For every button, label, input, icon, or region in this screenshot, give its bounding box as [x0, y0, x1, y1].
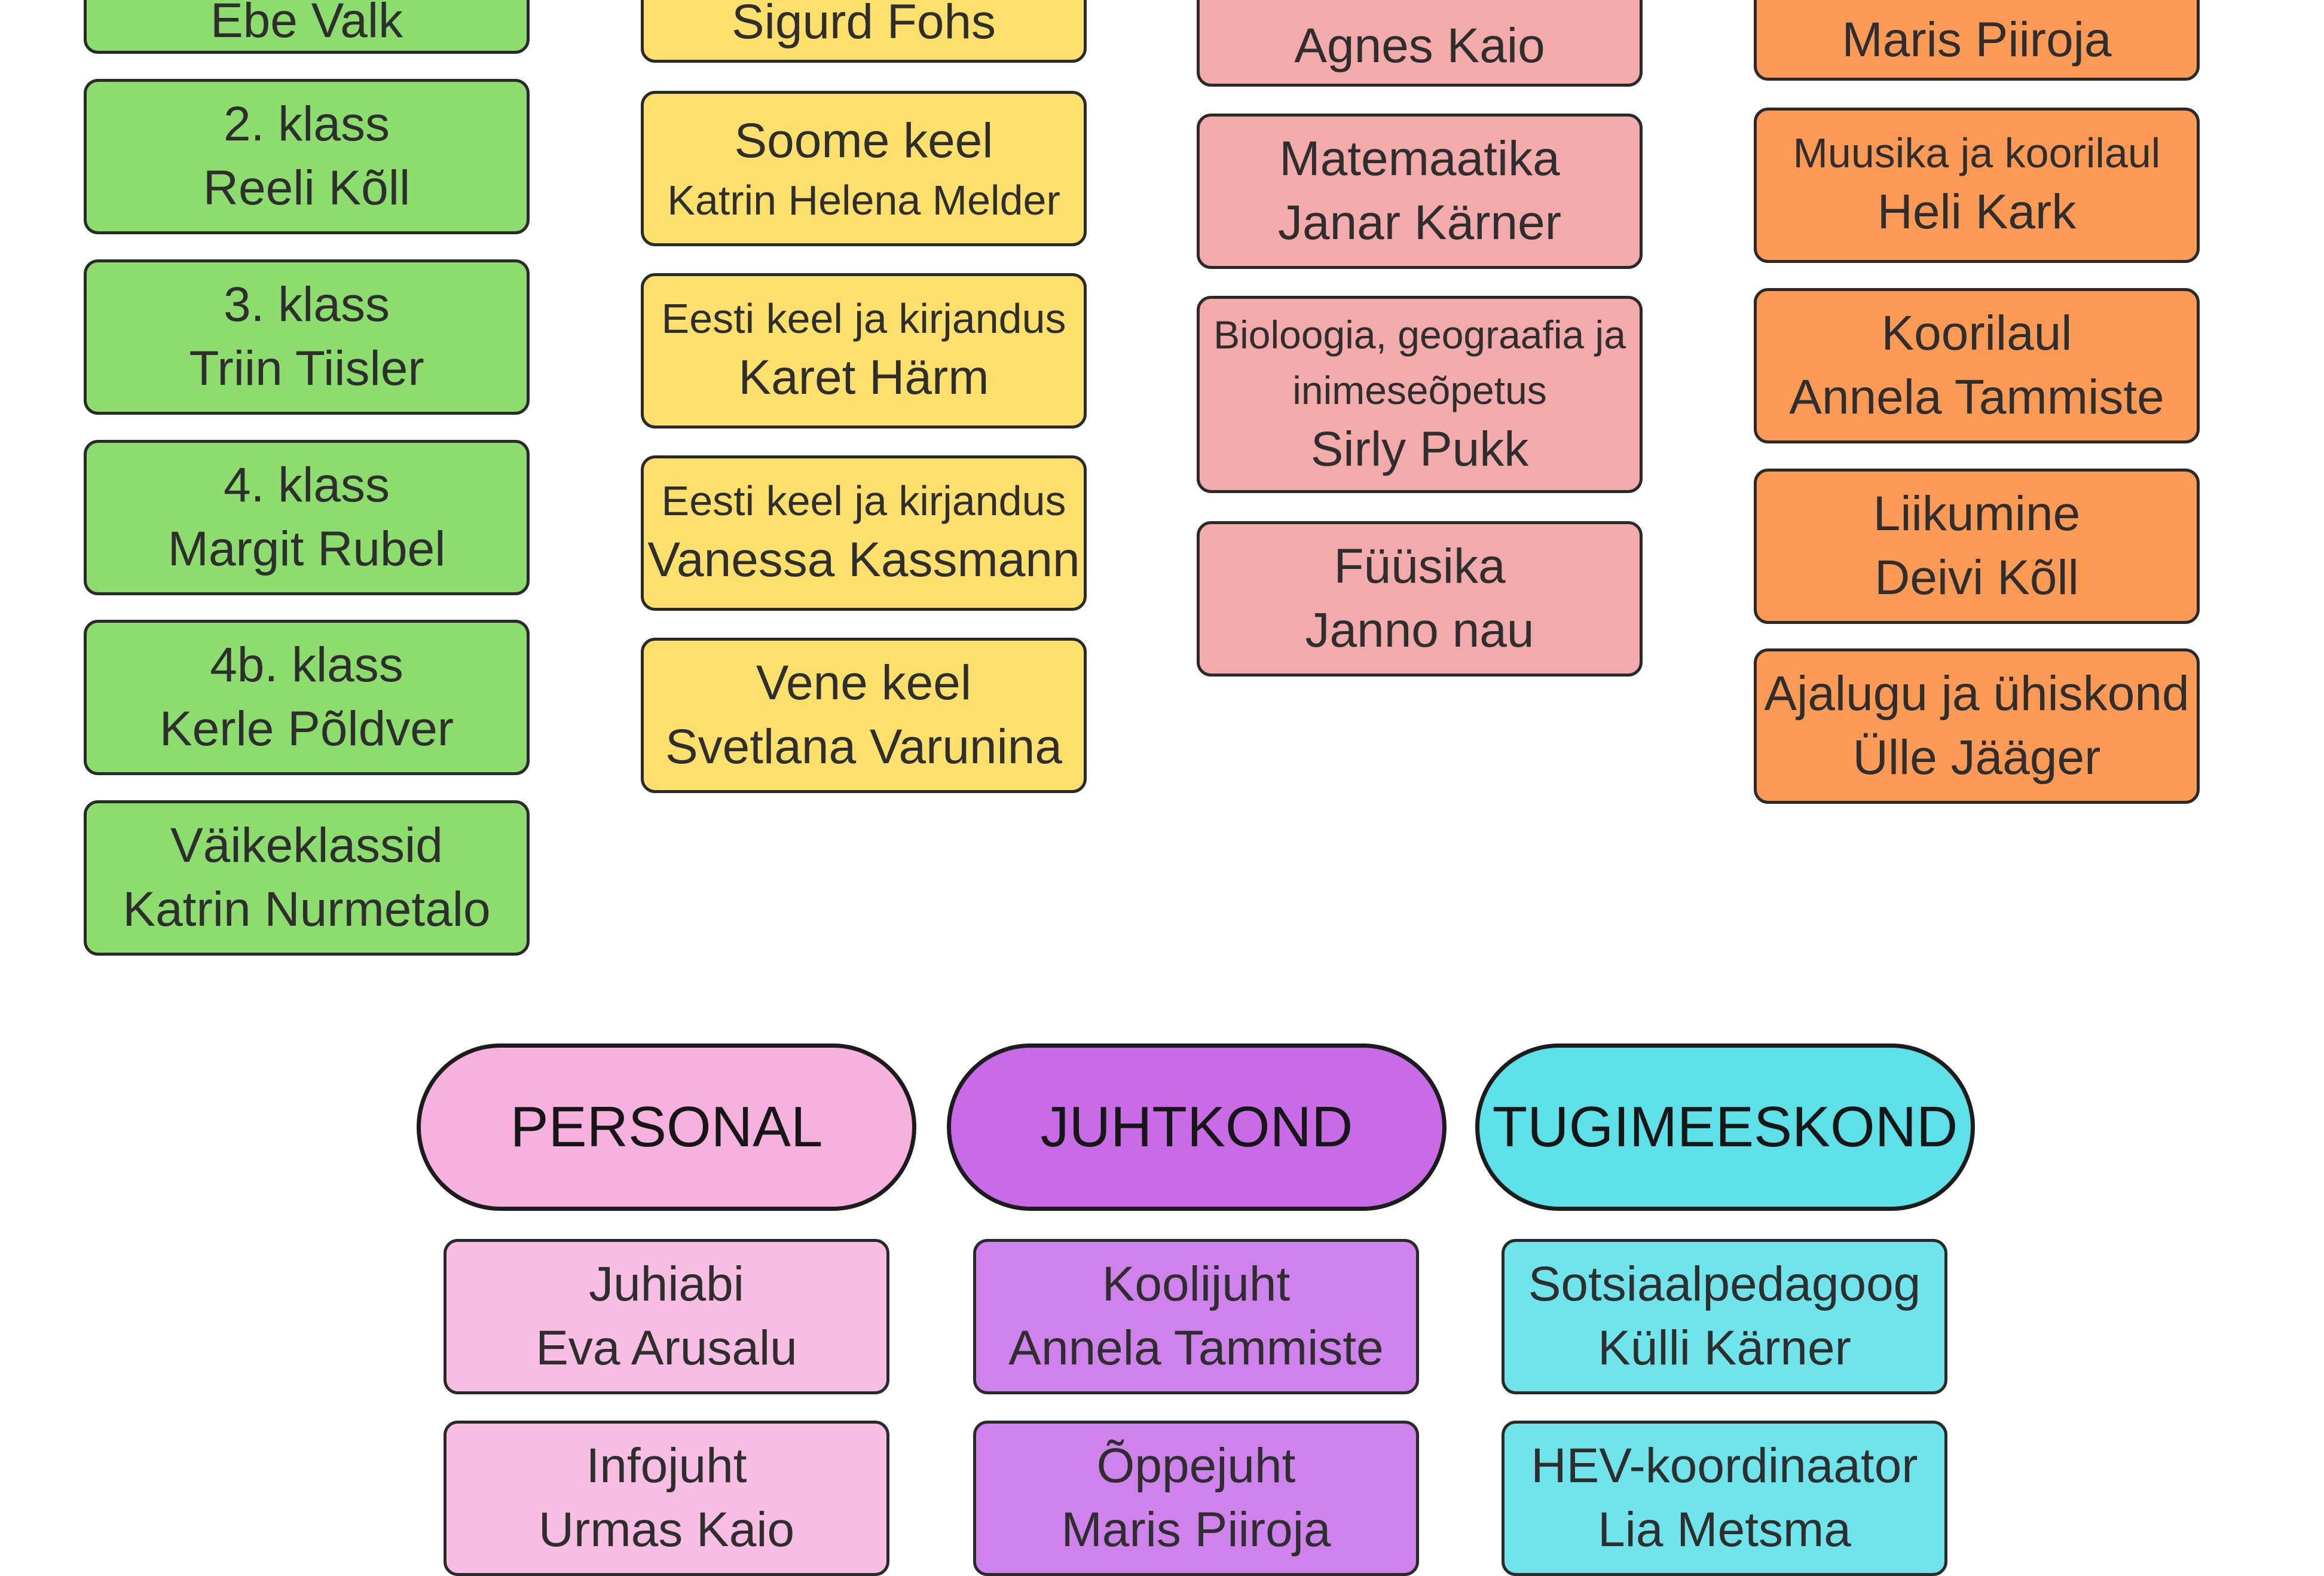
card-title: Eesti keel ja kirjandus — [661, 478, 1066, 525]
card-name: Margit Rubel — [167, 522, 446, 576]
subject-teacher-card: Koorilaul Annela Tammiste — [1754, 288, 2200, 443]
subject-teacher-card: Liikumine Deivi Kõll — [1754, 469, 2200, 624]
staff-card: Õppejuht Maris Piiroja — [973, 1421, 1419, 1576]
class-teacher-card: Ebe Valk — [84, 0, 530, 54]
card-title: Infojuht — [586, 1439, 747, 1494]
staff-card: Sotsiaalpedagoog Külli Kärner — [1502, 1239, 1947, 1394]
card-name: Külli Kärner — [1598, 1321, 1851, 1375]
card-name: Lia Metsma — [1598, 1502, 1851, 1557]
class-teacher-card: 4. klass Margit Rubel — [84, 440, 530, 595]
card-title: HEV-koordinaator — [1531, 1439, 1918, 1494]
card-title: Sotsiaalpedagoog — [1528, 1257, 1921, 1312]
group-title: PERSONAL — [510, 1095, 823, 1159]
card-name: Triin Tiisler — [189, 341, 424, 396]
card-name: Vanessa Kassmann — [647, 533, 1080, 587]
card-name: Kerle Põldver — [159, 702, 454, 756]
subject-teacher-card: Bioloogia, geograafia ja inimeseõpetus S… — [1197, 296, 1643, 493]
card-name: Katrin Helena Melder — [667, 176, 1060, 224]
card-title: Õppejuht — [1096, 1439, 1296, 1494]
card-title: Füüsika — [1334, 539, 1506, 594]
card-title: Juhiabi — [589, 1257, 744, 1312]
subject-teacher-card: Sigurd Fohs — [641, 0, 1087, 63]
group-header-juhtkond: JUHTKOND — [947, 1043, 1447, 1211]
card-name: Urmas Kaio — [538, 1502, 795, 1557]
group-title: TUGIMEESKOND — [1492, 1095, 1958, 1159]
staff-card: Koolijuht Annela Tammiste — [973, 1239, 1419, 1394]
card-title: Bioloogia, geograafia ja — [1213, 313, 1626, 357]
card-title-cont: inimeseõpetus — [1292, 368, 1547, 412]
card-name: Ülle Jääger — [1852, 730, 2101, 785]
card-name: Ebe Valk — [210, 0, 403, 48]
card-name: Eva Arusalu — [536, 1321, 797, 1375]
card-name: Reeli Kõll — [203, 161, 411, 215]
staff-card: Juhiabi Eva Arusalu — [444, 1239, 889, 1394]
card-name: Annela Tammiste — [1789, 370, 2164, 424]
card-name: Sirly Pukk — [1310, 422, 1529, 477]
group-title: JUHTKOND — [1040, 1095, 1353, 1159]
class-teacher-card: 2. klass Reeli Kõll — [84, 79, 530, 234]
card-name: Karet Härm — [738, 350, 989, 405]
card-title: 3. klass — [224, 277, 390, 332]
card-name: Agnes Kaio — [1294, 19, 1545, 74]
card-title: Matemaatika — [1279, 131, 1560, 186]
card-title: Eesti keel ja kirjandus — [661, 295, 1066, 342]
card-title: Vene keel — [756, 656, 972, 711]
card-name: Janno nau — [1305, 603, 1534, 657]
subject-teacher-card: Eesti keel ja kirjandus Vanessa Kassmann — [641, 455, 1087, 611]
card-name: Svetlana Varunina — [665, 720, 1063, 774]
card-title: 4b. klass — [210, 638, 403, 693]
group-header-tugimeeskond: TUGIMEESKOND — [1475, 1043, 1975, 1211]
subject-teacher-card: Agnes Kaio — [1197, 0, 1643, 87]
card-title: Väikeklassid — [170, 818, 443, 873]
card-name: Janar Kärner — [1277, 195, 1562, 250]
subject-teacher-card: Eesti keel ja kirjandus Karet Härm — [641, 273, 1087, 429]
card-name: Deivi Kõll — [1875, 550, 2079, 605]
card-title: Ajalugu ja ühiskond — [1764, 666, 2190, 721]
card-title: 2. klass — [224, 97, 390, 152]
card-name: Maris Piiroja — [1842, 13, 2112, 68]
card-title: Koorilaul — [1881, 306, 2072, 361]
card-title: Muusika ja koorilaul — [1793, 130, 2161, 177]
card-name: Sigurd Fohs — [731, 0, 996, 50]
subject-teacher-card: Maris Piiroja — [1754, 0, 2200, 81]
subject-teacher-card: Vene keel Svetlana Varunina — [641, 638, 1087, 793]
subject-teacher-card: Soome keel Katrin Helena Melder — [641, 91, 1087, 246]
card-name: Heli Kark — [1877, 185, 2077, 240]
class-teacher-card: 4b. klass Kerle Põldver — [84, 620, 530, 775]
card-title: Soome keel — [734, 114, 993, 169]
class-teacher-card: 3. klass Triin Tiisler — [84, 259, 530, 415]
subject-teacher-card: Muusika ja koorilaul Heli Kark — [1754, 108, 2200, 263]
card-title: 4. klass — [224, 458, 390, 513]
card-name: Maris Piiroja — [1061, 1502, 1331, 1557]
class-teacher-card: Väikeklassid Katrin Nurmetalo — [84, 800, 530, 956]
card-title: Liikumine — [1873, 486, 2081, 541]
card-name: Katrin Nurmetalo — [123, 882, 491, 937]
group-header-personal: PERSONAL — [417, 1043, 916, 1211]
card-title: Koolijuht — [1102, 1257, 1291, 1312]
staff-card: Infojuht Urmas Kaio — [444, 1421, 889, 1576]
card-name: Annela Tammiste — [1008, 1321, 1384, 1375]
subject-teacher-card: Ajalugu ja ühiskond Ülle Jääger — [1754, 648, 2200, 804]
staff-card: HEV-koordinaator Lia Metsma — [1502, 1421, 1947, 1576]
subject-teacher-card: Füüsika Janno nau — [1197, 521, 1643, 677]
subject-teacher-card: Matemaatika Janar Kärner — [1197, 114, 1643, 269]
